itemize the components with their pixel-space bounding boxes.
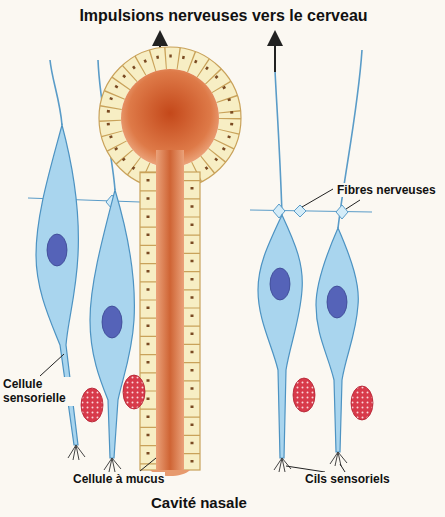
label-text: Cellule à mucus bbox=[72, 472, 165, 486]
sensory-cilia bbox=[68, 445, 347, 472]
supporting-cell bbox=[81, 375, 373, 422]
label-text: Cils sensoriels bbox=[304, 472, 391, 486]
impulse-arrow bbox=[274, 38, 276, 72]
diagram-title: Impulsions nerveuses vers le cerveau bbox=[0, 6, 445, 25]
label-text: Fibres nerveuses bbox=[336, 183, 437, 197]
cell-nucleus bbox=[47, 234, 347, 338]
label-text: Cellule sensorielle bbox=[2, 377, 74, 406]
leader-line bbox=[40, 189, 360, 472]
sensory-cell bbox=[36, 125, 358, 458]
region-label: Cavité nasale bbox=[150, 494, 248, 512]
